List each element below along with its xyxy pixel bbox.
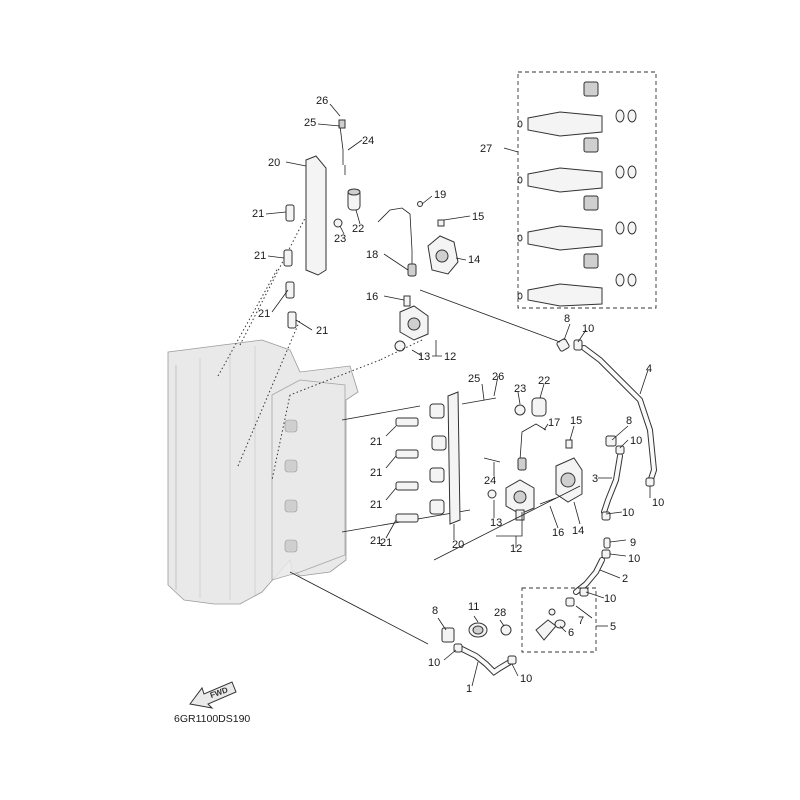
callout-26: 26 xyxy=(316,95,328,107)
callout-21: 21 xyxy=(370,499,382,511)
callout-13: 13 xyxy=(418,351,430,363)
callout-16: 16 xyxy=(366,291,378,303)
callout-21: 21 xyxy=(370,436,382,448)
callout-22: 22 xyxy=(352,223,364,235)
callout-22: 22 xyxy=(538,375,550,387)
callout-5: 5 xyxy=(610,621,616,633)
callout-3: 3 xyxy=(592,473,598,485)
callout-12: 12 xyxy=(510,543,522,555)
callout-15: 15 xyxy=(472,211,484,223)
callout-21: 21 xyxy=(254,250,266,262)
callout-27: 27 xyxy=(480,143,492,155)
callout-10: 10 xyxy=(628,553,640,565)
callout-15: 15 xyxy=(570,415,582,427)
callout-21: 21 xyxy=(370,467,382,479)
callout-25: 25 xyxy=(468,373,480,385)
callout-6: 6 xyxy=(568,627,574,639)
callout-14: 14 xyxy=(572,525,584,537)
callout-23: 23 xyxy=(334,233,346,245)
callout-7: 7 xyxy=(578,615,584,627)
callout-10: 10 xyxy=(622,507,634,519)
callout-12: 12 xyxy=(444,351,456,363)
callout-19: 19 xyxy=(434,189,446,201)
diagram-code: 6GR1100DS190 xyxy=(174,713,250,725)
callout-21: 21 xyxy=(316,325,328,337)
callout-10: 10 xyxy=(582,323,594,335)
callout-1: 1 xyxy=(466,683,472,695)
callout-2: 2 xyxy=(622,573,628,585)
callout-20: 20 xyxy=(452,539,464,551)
upper-injector-group xyxy=(217,119,459,481)
callout-14: 14 xyxy=(468,254,480,266)
callout-23: 23 xyxy=(514,383,526,395)
callout-21: 21 xyxy=(258,308,270,320)
callout-10: 10 xyxy=(428,657,440,669)
callout-25: 25 xyxy=(304,117,316,129)
callout-8: 8 xyxy=(432,605,438,617)
callout-10: 10 xyxy=(652,497,664,509)
fwd-arrow-icon: FWD xyxy=(189,681,237,709)
callout-24: 24 xyxy=(362,135,374,147)
callout-21: 21 xyxy=(380,537,392,549)
callout-9: 9 xyxy=(630,537,636,549)
parts-11-28 xyxy=(468,622,512,638)
callout-21: 21 xyxy=(370,535,382,547)
kit-5-box xyxy=(521,587,597,653)
callout-26: 26 xyxy=(492,371,504,383)
callout-8: 8 xyxy=(564,313,570,325)
callout-10: 10 xyxy=(630,435,642,447)
callout-16: 16 xyxy=(552,527,564,539)
callout-18: 18 xyxy=(366,249,378,261)
lower-injector-group xyxy=(341,391,583,540)
callout-28: 28 xyxy=(494,607,506,619)
callout-17: 17 xyxy=(548,417,560,429)
callout-13: 13 xyxy=(490,517,502,529)
callout-labels: 26 25 24 20 21 21 21 21 22 23 19 15 18 1… xyxy=(252,95,664,695)
callout-21: 21 xyxy=(252,208,264,220)
callout-10: 10 xyxy=(520,673,532,685)
fuel-hoses xyxy=(289,289,658,676)
kit-27-box xyxy=(517,71,657,309)
callout-10: 10 xyxy=(604,593,616,605)
callout-20: 20 xyxy=(268,157,280,169)
leader-lines xyxy=(265,103,651,687)
engine-block xyxy=(167,339,359,605)
callout-24: 24 xyxy=(484,475,496,487)
callout-4: 4 xyxy=(646,363,652,375)
callout-8: 8 xyxy=(626,415,632,427)
callout-11: 11 xyxy=(468,601,479,613)
